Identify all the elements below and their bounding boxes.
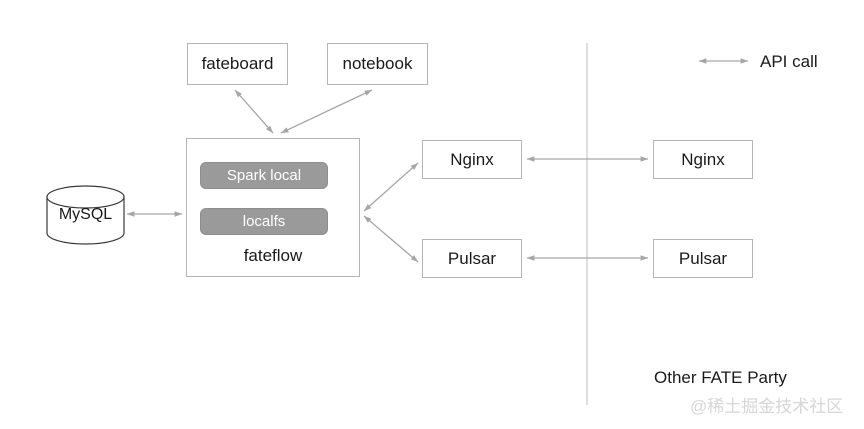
legend-label: API call [760,52,818,71]
edge-fateflow-nginx [363,162,419,212]
component-localfs-label: localfs [242,213,286,230]
node-pulsar-local-label: Pulsar [447,248,497,268]
other-fate-party-label: Other FATE Party [654,368,787,387]
edge-fateflow-notebook [280,89,373,134]
edge-fateflow-pulsar [363,215,419,263]
node-fateflow-label: fateflow [243,246,303,265]
edge-fateflow-fateboard [234,89,274,134]
node-fateboard-label: fateboard [201,54,274,73]
mysql-cylinder-shape [46,185,125,245]
node-nginx-remote[interactable]: Nginx [653,140,753,179]
node-mysql[interactable]: MySQL [47,186,124,244]
node-fateboard[interactable]: fateboard [187,43,288,85]
node-notebook-label: notebook [342,54,413,73]
component-spark-local-label: Spark local [226,167,302,184]
component-localfs[interactable]: localfs [200,208,328,235]
node-pulsar-remote[interactable]: Pulsar [653,239,753,278]
node-fateflow[interactable]: Spark local localfs fateflow [186,138,360,277]
node-nginx-remote-label: Nginx [681,149,725,169]
node-notebook[interactable]: notebook [327,43,428,85]
node-pulsar-remote-label: Pulsar [678,248,728,268]
node-nginx-local[interactable]: Nginx [422,140,522,179]
node-pulsar-local[interactable]: Pulsar [422,239,522,278]
node-mysql-label: MySQL [58,206,113,223]
watermark-text: @稀土掘金技术社区 [690,397,844,416]
node-nginx-local-label: Nginx [450,149,494,169]
component-spark-local[interactable]: Spark local [200,162,328,189]
